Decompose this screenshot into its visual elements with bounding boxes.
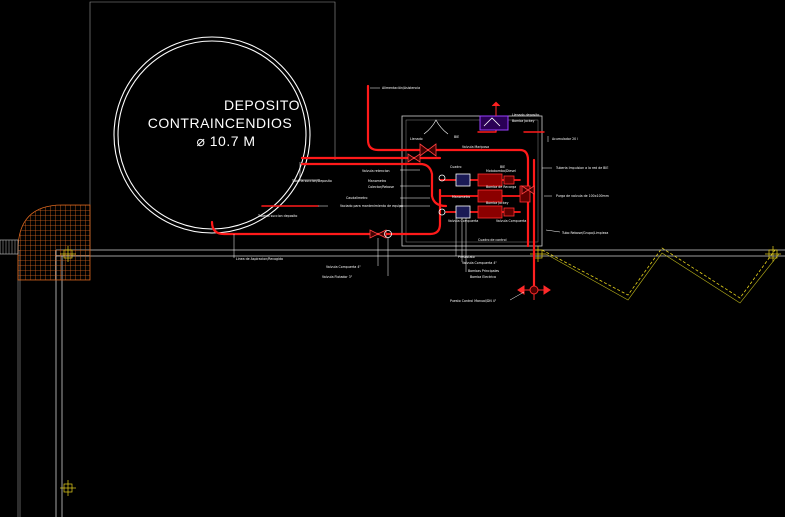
pump-room xyxy=(401,115,543,247)
pump-unit xyxy=(455,173,471,187)
building-outline xyxy=(89,1,336,250)
valve-symbol xyxy=(419,143,437,157)
label-puesto-control: Puesto Control Manual/DN 4" xyxy=(450,299,497,303)
valve-symbol xyxy=(407,153,421,163)
label-bomba-jockey: Bomba Jockey xyxy=(512,119,535,123)
label-llenado-deposito: Llenado deposito xyxy=(512,113,539,117)
label-room-manometro: Manometro xyxy=(452,195,470,199)
zigzag-line xyxy=(541,247,780,304)
label-valvula-mariposa: Valvula Mariposa xyxy=(462,145,489,149)
label-room-jockey: Bomba Jockey xyxy=(486,201,509,205)
label-caudalimetro: Caudalimetro xyxy=(346,196,368,200)
valve-symbol xyxy=(369,229,387,239)
tank-diameter: ⌀ 10.7 M xyxy=(196,133,255,149)
tank-title-line1: DEPOSITO xyxy=(224,97,300,113)
label-manometro: Manometro xyxy=(368,179,386,183)
pump-unit xyxy=(503,207,515,217)
label-valvula-flotador: Valvula Flotador 3" xyxy=(322,275,353,279)
leader-lines xyxy=(233,87,561,301)
label-valvula-compuerta-2: Valvula Compuerta 4" xyxy=(462,261,497,265)
label-room-recarga: Bomba de Recarga xyxy=(486,185,516,189)
valve-symbol xyxy=(521,185,535,195)
column-marker xyxy=(60,480,76,496)
fire-water-tank: DEPOSITO CONTRAINCENDIOS ⌀ 10.7 M xyxy=(113,36,311,234)
tank-title-line2: CONTRAINCENDIOS xyxy=(148,115,292,131)
hatched-corner xyxy=(0,204,91,281)
annotations: Alimentación/Asistencia Llenado deposito… xyxy=(236,86,609,303)
pump-dial xyxy=(384,230,392,238)
pump-unit xyxy=(455,205,471,219)
label-room-compuerta-1: Valvula Compuerta xyxy=(448,219,478,223)
label-room-bie-1: BIE xyxy=(454,135,459,139)
column-marker xyxy=(530,246,546,262)
control-station xyxy=(517,270,551,300)
label-tuberia-impulsion: Tuberia Impulsion a la red de BIE xyxy=(555,166,608,170)
label-vaciado: Vaciado para mantenimiento de equipo xyxy=(340,204,403,208)
label-room-llenado: Llenado xyxy=(410,137,423,141)
label-room-bie-2: BIE xyxy=(500,165,505,169)
label-purga: Purga de valvula de 100x100mm xyxy=(556,194,609,198)
column-marker xyxy=(60,246,76,262)
label-room-compuerta-2: Valvula Compuerta xyxy=(496,219,526,223)
valves xyxy=(369,143,535,239)
label-valvula-compuerta-1: Valvula Compuerta 4" xyxy=(326,265,361,269)
column-marker xyxy=(765,246,781,262)
pump-unit xyxy=(503,175,515,185)
label-presostato: Presostato xyxy=(458,255,475,259)
site-walls xyxy=(17,249,785,517)
pump-dial xyxy=(438,208,446,216)
pump-unit xyxy=(477,173,503,187)
label-room-cuadro: Cuadro xyxy=(450,165,461,169)
label-tubo-rebose: Tubo Rebose/Grupo/Limpieza xyxy=(561,231,608,235)
pump-unit xyxy=(477,189,503,203)
label-room-motobomba: Motobomba/Diesel xyxy=(486,169,516,173)
label-bombas: Bombas Principales xyxy=(468,269,499,273)
label-alimentacion: Alimentación/Asistencia xyxy=(382,86,420,90)
label-colector: Colector/Rebose xyxy=(368,185,394,189)
pump-unit xyxy=(477,205,503,219)
pump-unit xyxy=(519,185,531,203)
label-tuberia-deposito: Tuberia succion deposito xyxy=(257,214,297,218)
label-tuberia-succion: Tuberia succion/Deposito xyxy=(291,179,332,183)
control-panel xyxy=(479,101,509,131)
label-bomba-electrica: Bomba Electrica xyxy=(470,275,496,279)
column-markers xyxy=(60,246,781,496)
pump-set xyxy=(455,173,531,219)
pump-dial xyxy=(438,174,446,182)
label-valvula-retencion: Valvula retencion xyxy=(362,169,390,173)
label-acumulador: Acumulador 20 l xyxy=(552,137,578,141)
label-linea-aspiracion: Linea de Aspiracion/Recogida xyxy=(236,257,283,261)
label-cuadro-control: Cuadro de control xyxy=(478,238,507,242)
